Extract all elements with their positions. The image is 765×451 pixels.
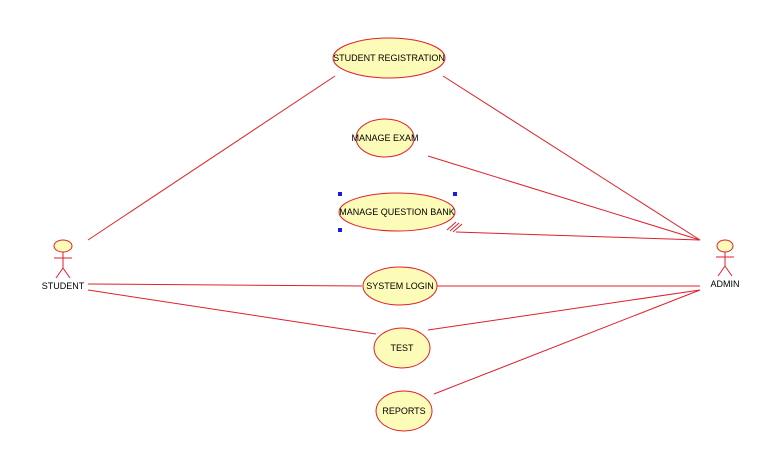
use-case-label: MANAGE EXAM <box>351 133 418 143</box>
assoc-admin-manage-exam[interactable] <box>427 155 701 241</box>
assoc-admin-question-bank[interactable] <box>455 231 701 241</box>
selection-handles[interactable] <box>338 192 457 232</box>
assoc-admin-test[interactable] <box>427 289 701 331</box>
actor-admin[interactable]: ADMIN <box>711 239 740 289</box>
assoc-admin-reports[interactable] <box>433 289 701 395</box>
use-case-student-registration[interactable]: STUDENT REGISTRATION <box>332 37 446 79</box>
assoc-student-system-login[interactable] <box>87 283 363 287</box>
assoc-student-test[interactable] <box>87 289 377 335</box>
use-case-reports[interactable]: REPORTS <box>375 390 433 432</box>
use-case-label: TEST <box>390 343 414 353</box>
use-case-manage-question-bank[interactable]: MANAGE QUESTION BANK <box>338 192 456 232</box>
use-case-test[interactable]: TEST <box>373 327 431 369</box>
stick-figure-icon <box>53 239 73 279</box>
actor-label: STUDENT <box>42 281 85 291</box>
use-case-label: REPORTS <box>382 406 425 416</box>
use-case-label: MANAGE QUESTION BANK <box>339 207 455 217</box>
use-case-manage-exam[interactable]: MANAGE EXAM <box>351 118 419 158</box>
use-case-label: STUDENT REGISTRATION <box>333 53 445 63</box>
assoc-student-registration[interactable] <box>87 75 336 241</box>
actor-student[interactable]: STUDENT <box>42 239 85 291</box>
stick-figure-icon <box>716 239 734 277</box>
assoc-admin-registration[interactable] <box>442 75 701 241</box>
connector-hatch <box>446 221 463 233</box>
actor-label: ADMIN <box>711 279 740 289</box>
association-lines <box>87 75 701 395</box>
use-case-system-login[interactable]: SYSTEM LOGIN <box>362 266 438 306</box>
use-case-label: SYSTEM LOGIN <box>366 281 434 291</box>
